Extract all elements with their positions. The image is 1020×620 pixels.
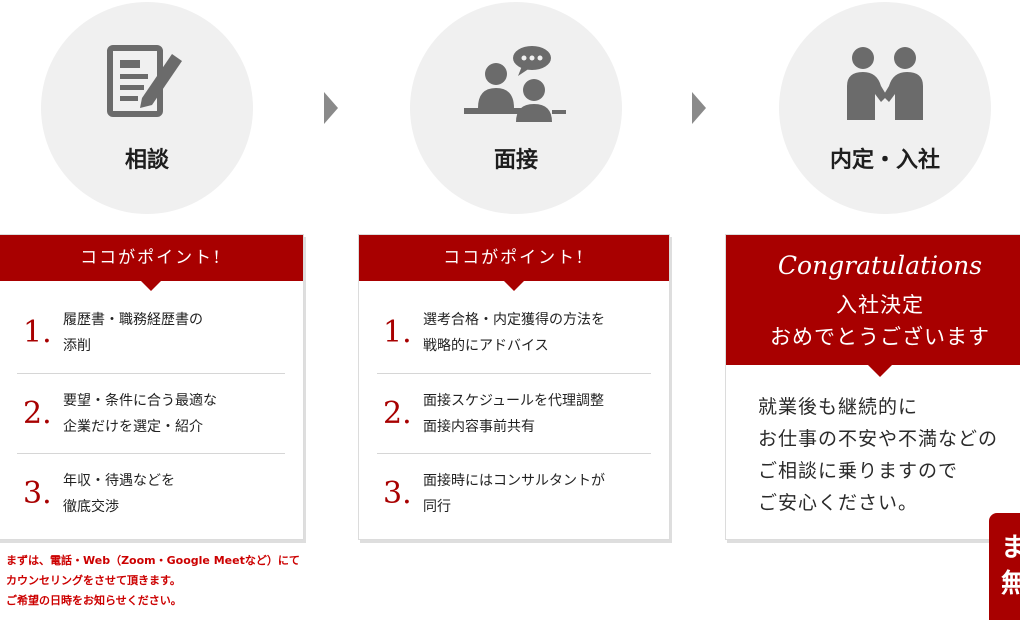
point-number: 3. — [383, 475, 412, 511]
note-line: まずは、電話・Web（Zoom・Google Meetなど）にて — [6, 554, 300, 567]
congratulations-message: おめでとうございます — [770, 325, 990, 349]
support-text-line: お仕事の不安や不満などの — [758, 428, 999, 450]
document-pen-icon — [107, 45, 182, 117]
point-text-line: 履歴書・職務経歴書の — [63, 312, 203, 328]
list-item: 3. 年収・待遇などを 徹底交渉 — [17, 453, 285, 533]
point-text-line: 添削 — [63, 338, 91, 354]
congratulations-title: Congratulations — [777, 251, 983, 280]
point-card-interview: ココがポイント! 1. 選考合格・内定獲得の方法を 戦略的にアドバイス 2. 面… — [358, 234, 670, 540]
point-text-line: 面接スケジュールを代理調整 — [423, 392, 605, 409]
congratulations-header: Congratulations 入社決定 おめでとうございます — [726, 235, 1020, 365]
point-number: 1. — [23, 314, 52, 350]
step-offer-join: 内定・入社 — [779, 2, 991, 214]
point-text-line: 同行 — [423, 498, 451, 515]
point-text-line: 面接内容事前共有 — [423, 418, 535, 435]
badge-char: ま — [1001, 533, 1020, 563]
list-item: 2. 面接スケジュールを代理調整 面接内容事前共有 — [377, 373, 651, 453]
point-text-line: 面接時にはコンサルタントが — [423, 472, 605, 489]
support-description: 就業後も継続的に お仕事の不安や不満などの ご相談に乗りますので ご安心ください… — [758, 391, 998, 519]
badge-char: 無 — [1001, 569, 1020, 599]
list-item: 2. 要望・条件に合う最適な 企業だけを選定・紹介 — [17, 373, 285, 453]
support-text-line: 就業後も継続的に — [758, 396, 919, 418]
point-text-line: 年収・待遇などを — [63, 472, 175, 489]
point-text-line: 企業だけを選定・紹介 — [63, 418, 203, 435]
note-line: ご希望の日時をお知らせください。 — [6, 594, 182, 607]
point-number: 2. — [383, 395, 412, 431]
step-label-offer-join: 内定・入社 — [829, 147, 940, 173]
list-item: 3. 面接時にはコンサルタントが 同行 — [377, 453, 651, 533]
point-text-line: 選考合格・内定獲得の方法を — [423, 312, 605, 328]
point-number: 3. — [23, 475, 52, 511]
card-header: ココがポイント! — [359, 235, 669, 281]
step-consultation: 相談 — [41, 2, 253, 214]
congratulations-card: Congratulations 入社決定 おめでとうございます 就業後も継続的に… — [725, 234, 1020, 540]
congratulations-subtitle: 入社決定 — [836, 293, 924, 317]
counseling-note: まずは、電話・Web（Zoom・Google Meetなど）にて カウンセリング… — [6, 551, 300, 611]
step-interview: 面接 — [410, 2, 622, 214]
handshake-icon — [847, 47, 923, 120]
point-text-line: 戦略的にアドバイス — [423, 338, 549, 354]
point-text-line: 徹底交渉 — [63, 498, 119, 515]
support-text-line: ご相談に乗りますので — [758, 460, 959, 482]
point-number: 1. — [383, 314, 412, 350]
note-line: カウンセリングをさせて頂きます。 — [6, 574, 181, 587]
step-label-consultation: 相談 — [124, 147, 169, 173]
step-label-interview: 面接 — [493, 147, 538, 173]
support-text-line: ご安心ください。 — [758, 492, 919, 514]
interview-chat-icon — [464, 46, 567, 122]
list-item: 1. 履歴書・職務経歴書の 添削 — [17, 293, 285, 373]
point-card-consultation: ココがポイント! 1. 履歴書・職務経歴書の 添削 2. 要望・条件に合う最適な… — [0, 234, 304, 540]
arrow-right-icon — [324, 92, 338, 124]
point-text-line: 要望・条件に合う最適な — [63, 392, 217, 409]
card-header: ココがポイント! — [0, 235, 303, 281]
list-item: 1. 選考合格・内定獲得の方法を 戦略的にアドバイス — [377, 293, 651, 373]
free-consultation-button[interactable]: ま 無 — [989, 513, 1020, 620]
arrow-right-icon — [692, 92, 706, 124]
point-number: 2. — [23, 395, 52, 431]
